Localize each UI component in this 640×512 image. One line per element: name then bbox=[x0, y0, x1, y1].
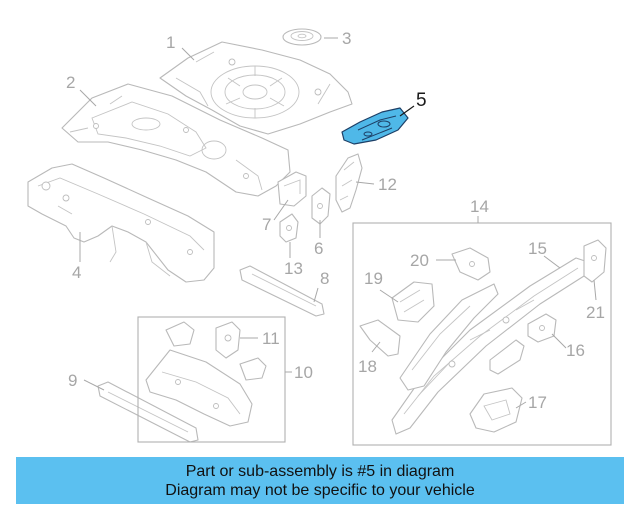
callout-19: 19 bbox=[364, 269, 383, 288]
callout-18: 18 bbox=[358, 357, 377, 376]
part-10-small-brackets bbox=[165, 321, 267, 381]
part-7-bracket bbox=[277, 171, 307, 207]
callout-12: 12 bbox=[378, 175, 397, 194]
callout-6: 6 bbox=[314, 239, 323, 258]
callout-17: 17 bbox=[528, 393, 547, 412]
parts-diagram: 1 2 3 4 5 6 7 8 9 10 11 12 13 14 15 16 1… bbox=[27, 28, 612, 446]
callout-14: 14 bbox=[470, 197, 489, 216]
part-21-bracket bbox=[583, 239, 607, 283]
group-box-14 bbox=[352, 222, 612, 446]
leader-lines bbox=[79, 37, 597, 409]
part-inner-brace bbox=[489, 339, 525, 375]
part-14-inner-rail bbox=[399, 283, 499, 391]
part-13-plate bbox=[279, 213, 299, 243]
part-9-bar bbox=[97, 381, 199, 443]
part-4-rear-rail bbox=[27, 163, 215, 283]
part-2-floor-crossmember bbox=[61, 83, 291, 197]
part-8-bar bbox=[239, 265, 325, 317]
callout-10: 10 bbox=[294, 363, 313, 382]
banner-line-2: Diagram may not be specific to your vehi… bbox=[165, 481, 475, 499]
callout-9: 9 bbox=[68, 371, 77, 390]
callout-1: 1 bbox=[166, 33, 175, 52]
callout-11: 11 bbox=[262, 329, 280, 348]
part-16-bracket bbox=[527, 313, 557, 343]
callout-5-highlighted: 5 bbox=[416, 90, 427, 111]
part-5-highlighted bbox=[341, 107, 409, 145]
callout-16: 16 bbox=[566, 341, 585, 360]
part-20-bracket bbox=[451, 247, 491, 281]
callout-13: 13 bbox=[284, 259, 303, 278]
callout-4: 4 bbox=[72, 263, 81, 282]
callout-20: 20 bbox=[410, 251, 429, 270]
part-12-reinforcement bbox=[335, 153, 363, 213]
callout-21: 21 bbox=[586, 303, 605, 322]
part-3-plug bbox=[282, 28, 322, 46]
callout-2: 2 bbox=[66, 73, 75, 92]
part-19-bracket bbox=[391, 281, 435, 323]
group-box-10 bbox=[137, 316, 286, 443]
part-1-rear-floor-pan bbox=[159, 41, 353, 135]
part-6-bracket bbox=[311, 187, 331, 225]
part-17-cup bbox=[469, 387, 523, 433]
info-banner: Part or sub-assembly is #5 in diagram Di… bbox=[16, 457, 624, 504]
callout-3: 3 bbox=[342, 29, 351, 48]
callout-8: 8 bbox=[320, 269, 329, 288]
part-11-bracket bbox=[215, 321, 241, 359]
banner-line-1: Part or sub-assembly is #5 in diagram bbox=[185, 462, 455, 480]
part-18-bracket bbox=[359, 319, 401, 357]
callout-15: 15 bbox=[528, 239, 547, 258]
callout-7: 7 bbox=[262, 215, 271, 234]
part-10-floor-panel bbox=[145, 349, 253, 427]
